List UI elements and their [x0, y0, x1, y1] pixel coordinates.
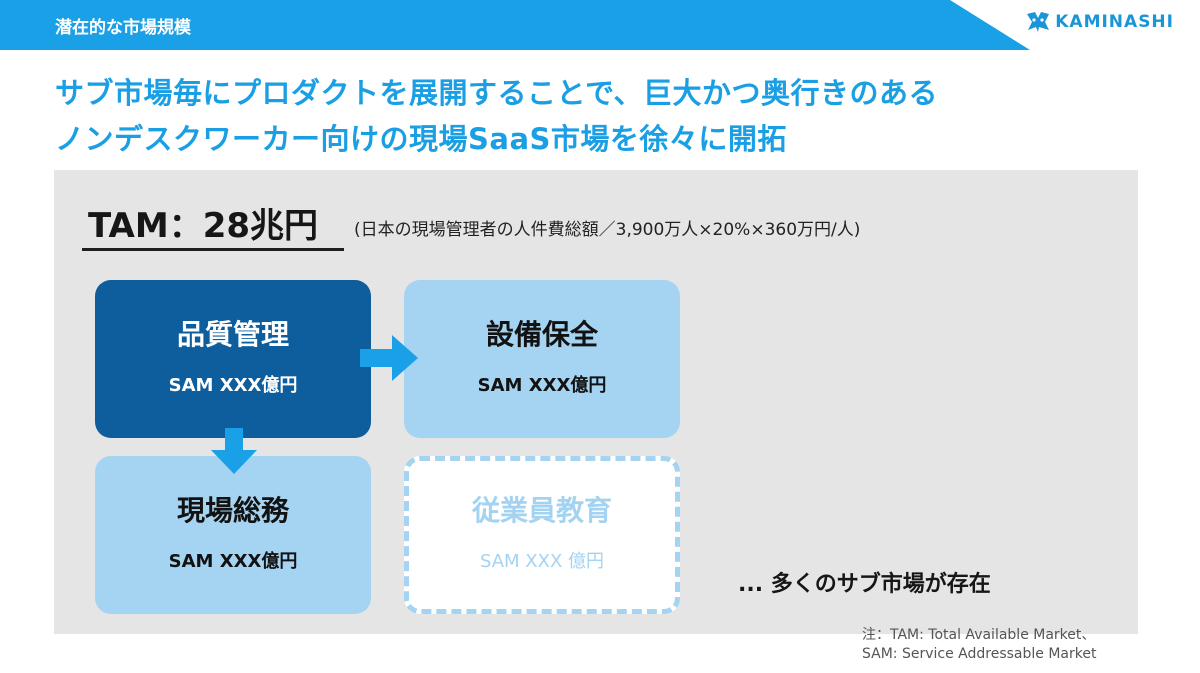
footnote: 注：TAM: Total Available Market、 SAM: Serv… — [862, 626, 1096, 664]
tam-underline — [82, 248, 344, 251]
footnote-line-1: 注：TAM: Total Available Market、 — [862, 627, 1096, 643]
logo-text: KAMINASHI — [1055, 12, 1174, 32]
many-submarkets-text: ... 多くのサブ市場が存在 — [738, 572, 991, 597]
market-sam: SAM XXX億円 — [477, 375, 607, 396]
market-sam: SAM XXX億円 — [168, 375, 298, 396]
logo-mark-icon — [1027, 12, 1050, 32]
market-box-employee-education: 従業員教育 SAM XXX 億円 — [404, 456, 680, 614]
market-name: 現場総務 — [176, 494, 289, 527]
arrow-down-icon — [211, 428, 257, 474]
page-title-line-1: サブ市場毎にプロダクトを展開することで、巨大かつ奥行きのある — [55, 76, 938, 110]
market-name: 従業員教育 — [471, 494, 612, 527]
section-label: 潜在的な市場規模 — [55, 18, 191, 38]
header-band — [0, 0, 1030, 50]
market-sam: SAM XXX 億円 — [479, 551, 605, 572]
market-box-general-affairs: 現場総務 SAM XXX億円 — [95, 456, 371, 614]
tam-calculation-note: (日本の現場管理者の人件費総額／3,900万人×20%×360万円/人) — [354, 220, 861, 240]
tam-heading: TAM：28兆円 — [88, 206, 319, 246]
market-box-maintenance: 設備保全 SAM XXX億円 — [404, 280, 680, 438]
market-sam: SAM XXX億円 — [168, 551, 298, 572]
footnote-line-2: SAM: Service Addressable Market — [862, 646, 1097, 662]
market-name: 品質管理 — [176, 318, 289, 351]
logo: KAMINASHI — [1025, 10, 1174, 34]
market-name: 設備保全 — [485, 318, 598, 351]
arrow-right-icon — [360, 335, 418, 381]
page-title-line-2: ノンデスクワーカー向けの現場SaaS市場を徐々に開拓 — [55, 122, 787, 156]
market-box-quality: 品質管理 SAM XXX億円 — [95, 280, 371, 438]
